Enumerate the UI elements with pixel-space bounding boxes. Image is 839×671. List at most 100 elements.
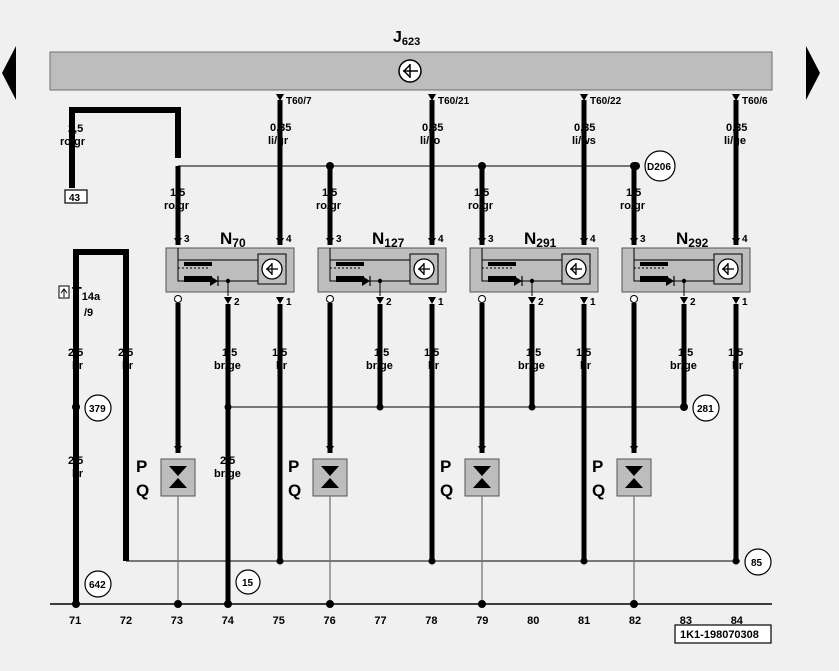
track-dot: [174, 600, 182, 608]
transistor-icon-arrow: [266, 263, 273, 275]
ground-379-dot: [72, 403, 80, 411]
output-pin-ring: [478, 295, 486, 303]
internal-wire: [633, 248, 714, 282]
triangle-right-icon[interactable]: [806, 46, 820, 100]
component-label: N70: [220, 229, 246, 250]
junction-d206-label: D206: [647, 162, 671, 173]
ground-point-642-label: 642: [89, 580, 106, 591]
component-label: N127: [372, 229, 405, 250]
pin-arrow-icon: [630, 238, 638, 245]
diode-icon: [210, 276, 218, 286]
spark-gap-icon: [321, 478, 339, 488]
pin-arrow-icon: [732, 238, 740, 245]
pin-arrow-icon: [580, 238, 588, 245]
spark-gap-icon: [473, 466, 491, 476]
ground-point-379: [84, 394, 112, 422]
triangle-left-icon[interactable]: [2, 46, 16, 100]
pin-arrow-icon: [276, 238, 284, 245]
ground-wire-size: 1,5: [374, 347, 389, 359]
connector-pin-arrow-icon: [732, 94, 740, 101]
track-dot: [326, 600, 334, 608]
spark-plug-housing: [160, 458, 196, 497]
pin-arrow-icon: [478, 238, 486, 245]
output-wire-color: br: [580, 360, 592, 372]
supply-branch-color: ro/gr: [468, 200, 494, 212]
ground-wire-size: 1,5: [526, 347, 541, 359]
spark-plug-label-top: P: [440, 457, 451, 476]
ground-bus-dot: [528, 403, 536, 411]
left-wire-3-size: 2,5: [68, 455, 83, 467]
pin-arrow-icon: [276, 297, 284, 304]
pin-arrow-icon: [478, 446, 486, 453]
document-id: 1K1-198070308: [680, 629, 759, 641]
ground-wire-color: br/ge: [670, 360, 697, 372]
pin-arrow-icon: [224, 297, 232, 304]
spark-plug-label-bottom: Q: [288, 481, 301, 500]
connector-pin-arrow-icon: [580, 94, 588, 101]
spark-gap-icon: [169, 478, 187, 488]
internal-wire: [481, 248, 562, 282]
pin-arrow-icon: [630, 446, 638, 453]
supply-branch-size: 1,5: [474, 187, 489, 199]
track-number: 75: [273, 615, 285, 627]
track-number: 81: [578, 615, 590, 627]
ground-point-15: [235, 569, 261, 595]
supply-branch-color: ro/gr: [164, 200, 190, 212]
document-id-box: [674, 624, 772, 644]
spark-plug-label-top: P: [288, 457, 299, 476]
connector-pin-label: T60/22: [590, 96, 622, 107]
component-pin-ground: 2: [690, 297, 696, 308]
component-pin-supply: 3: [336, 234, 342, 245]
coil-winding-primary: [336, 262, 364, 266]
ground-point-15-label: 15: [242, 578, 254, 589]
track-number: 72: [120, 615, 132, 627]
output-pin-ring: [174, 295, 182, 303]
coil-winding-secondary: [336, 276, 364, 282]
t14a-wire-loop: [73, 249, 129, 604]
component-pin-ecu: 4: [286, 234, 292, 245]
pin-arrow-icon: [732, 297, 740, 304]
left-wire-3-color: br: [72, 468, 84, 480]
track-number: 79: [476, 615, 488, 627]
output-wire-size: 1,5: [728, 347, 743, 359]
t14a-pin: /9: [84, 307, 93, 319]
ground-bus-dot: [376, 403, 384, 411]
spark-gap-icon: [169, 466, 187, 476]
output-wire-color: br: [428, 360, 440, 372]
lower-bus-dot: [580, 557, 588, 565]
component-pin-supply: 3: [184, 234, 190, 245]
output-wire-size: 1,5: [576, 347, 591, 359]
terminal-43-label: 43: [69, 193, 81, 204]
output-wire-color: br: [276, 360, 288, 372]
internal-wire: [177, 248, 258, 282]
component-label: N292: [676, 229, 709, 250]
track-number: 77: [374, 615, 386, 627]
spark-gap-icon: [321, 466, 339, 476]
track-number: 80: [527, 615, 539, 627]
ground-281-dot: [680, 403, 688, 411]
transistor-icon-arrow: [570, 263, 577, 275]
pin-arrow-icon: [326, 238, 334, 245]
component-pin-out: 1: [590, 297, 596, 308]
output-pin-ring: [630, 295, 638, 303]
spark-plug-housing: [616, 458, 652, 497]
coil-winding-primary: [640, 262, 668, 266]
left-wire-2-color: br: [122, 360, 134, 372]
left-wire-1-color: br: [72, 360, 84, 372]
coil-winding-secondary: [640, 276, 668, 282]
component-pin-out: 1: [742, 297, 748, 308]
internal-wire: [329, 248, 410, 282]
terminal-43-box: [64, 189, 88, 204]
ground-point-379-label: 379: [89, 404, 106, 415]
track-number: 84: [731, 615, 744, 627]
supply-branch-color: ro/gr: [316, 200, 342, 212]
component-pin-ecu: 4: [438, 234, 444, 245]
t14a-label: T14a: [72, 285, 101, 303]
ground-point-281-label: 281: [697, 404, 714, 415]
coil-winding-primary: [184, 262, 212, 266]
supply-branch-color: ro/gr: [620, 200, 646, 212]
track-dot: [72, 600, 80, 608]
